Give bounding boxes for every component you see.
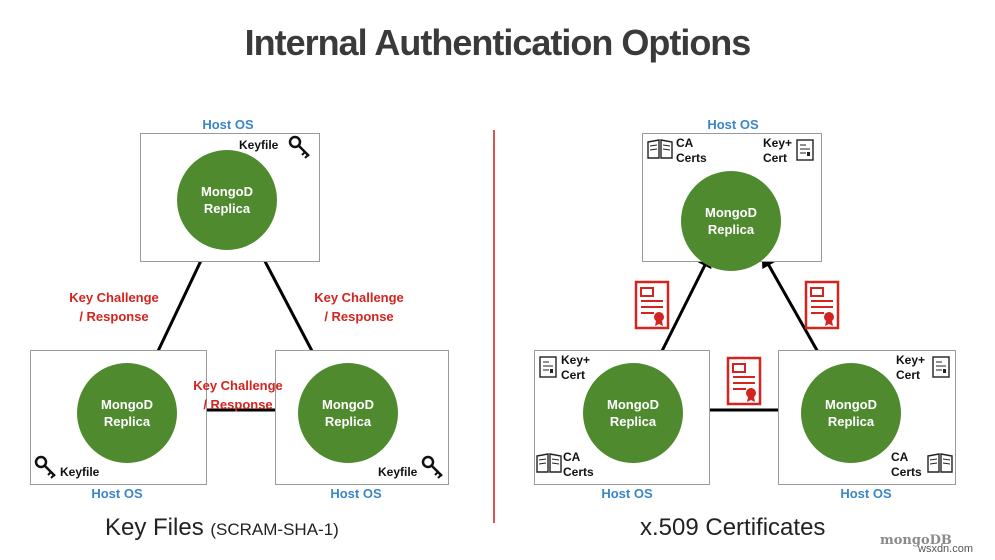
keycert-line2: Cert bbox=[763, 151, 788, 165]
ca-certs-label: CA Certs bbox=[563, 450, 594, 480]
challenge-line2: / Response bbox=[79, 309, 149, 324]
page-title: Internal Authentication Options bbox=[244, 22, 752, 63]
section-divider bbox=[493, 130, 495, 523]
node-line1: MongoD bbox=[201, 184, 253, 199]
keycert-line1: Key+ bbox=[763, 136, 793, 150]
keycert-line2: Cert bbox=[561, 368, 586, 382]
keycert-line1: Key+ bbox=[896, 353, 926, 367]
footer-sub: (SCRAM-SHA-1) bbox=[210, 520, 339, 539]
mongod-replica-node: MongoD Replica bbox=[298, 363, 398, 463]
node-line1: MongoD bbox=[607, 397, 659, 412]
red-certificate-icon bbox=[804, 280, 840, 330]
arrow-left-top-to-bottomleft bbox=[148, 245, 209, 371]
keycert-line2: Cert bbox=[896, 368, 921, 382]
ca-line1: CA bbox=[563, 450, 581, 464]
key-icon bbox=[288, 135, 310, 159]
node-line1: MongoD bbox=[322, 397, 374, 412]
watermark: wsxdn.com bbox=[918, 543, 974, 555]
node-line2: Replica bbox=[203, 201, 251, 216]
mongod-replica-node: MongoD Replica bbox=[177, 150, 277, 250]
key-challenge-label: Key Challenge / Response bbox=[176, 376, 300, 414]
certificate-doc-icon bbox=[539, 356, 557, 378]
ca-line2: Certs bbox=[891, 465, 922, 479]
keyfile-label: Keyfile bbox=[378, 465, 418, 479]
ca-line2: Certs bbox=[563, 465, 594, 479]
host-os-label: Host OS bbox=[601, 486, 653, 501]
challenge-line1: Key Challenge bbox=[314, 290, 404, 305]
book-icon bbox=[536, 453, 562, 473]
keyfile-label: Keyfile bbox=[60, 465, 100, 479]
node-line1: MongoD bbox=[825, 397, 877, 412]
certificate-doc-icon bbox=[796, 139, 814, 161]
host-os-label: Host OS bbox=[91, 486, 143, 501]
red-certificate-icon bbox=[726, 356, 762, 406]
mongod-replica-node: MongoD Replica bbox=[801, 363, 901, 463]
arrow-right-top-to-bottomleft bbox=[653, 252, 712, 368]
ca-certs-label: CA Certs bbox=[891, 450, 922, 480]
node-line2: Replica bbox=[103, 414, 151, 429]
key-challenge-label: Key Challenge / Response bbox=[297, 288, 421, 326]
arrow-right-top-to-bottomright bbox=[761, 252, 829, 371]
key-cert-label: Key+ Cert bbox=[561, 353, 590, 383]
left-footer: Key Files (SCRAM-SHA-1) bbox=[105, 514, 339, 542]
challenge-line1: Key Challenge bbox=[69, 290, 159, 305]
ca-certs-label: CA Certs bbox=[676, 136, 707, 166]
key-cert-label: Key+ Cert bbox=[763, 136, 792, 166]
node-line2: Replica bbox=[827, 414, 875, 429]
key-icon bbox=[421, 455, 443, 479]
host-os-label: Host OS bbox=[707, 117, 759, 132]
host-os-label: Host OS bbox=[840, 486, 892, 501]
node-line2: Replica bbox=[609, 414, 657, 429]
challenge-line1: Key Challenge bbox=[193, 378, 283, 393]
book-icon bbox=[647, 139, 673, 159]
book-icon bbox=[927, 453, 953, 473]
ca-line1: CA bbox=[891, 450, 909, 464]
certificate-doc-icon bbox=[932, 356, 950, 378]
keycert-line1: Key+ bbox=[561, 353, 591, 367]
host-os-label: Host OS bbox=[330, 486, 382, 501]
key-icon bbox=[34, 455, 56, 479]
challenge-line2: / Response bbox=[324, 309, 394, 324]
challenge-line2: / Response bbox=[203, 397, 273, 412]
red-certificate-icon bbox=[634, 280, 670, 330]
right-footer: x.509 Certificates bbox=[640, 514, 826, 541]
key-challenge-label: Key Challenge / Response bbox=[52, 288, 176, 326]
ca-line1: CA bbox=[676, 136, 694, 150]
mongod-replica-node: MongoD Replica bbox=[681, 171, 781, 271]
key-cert-label: Key+ Cert bbox=[896, 353, 925, 383]
ca-line2: Certs bbox=[676, 151, 707, 165]
node-line1: MongoD bbox=[101, 397, 153, 412]
mongod-replica-node: MongoD Replica bbox=[583, 363, 683, 463]
node-line1: MongoD bbox=[705, 205, 757, 220]
footer-main: Key Files bbox=[105, 514, 204, 541]
arrow-left-top-to-bottomright bbox=[256, 245, 324, 373]
mongodb-logo: mongoDB bbox=[880, 533, 952, 548]
node-line2: Replica bbox=[324, 414, 372, 429]
mongod-replica-node: MongoD Replica bbox=[77, 363, 177, 463]
node-line2: Replica bbox=[707, 222, 755, 237]
keyfile-label: Keyfile bbox=[239, 138, 279, 152]
host-os-label: Host OS bbox=[202, 117, 254, 132]
